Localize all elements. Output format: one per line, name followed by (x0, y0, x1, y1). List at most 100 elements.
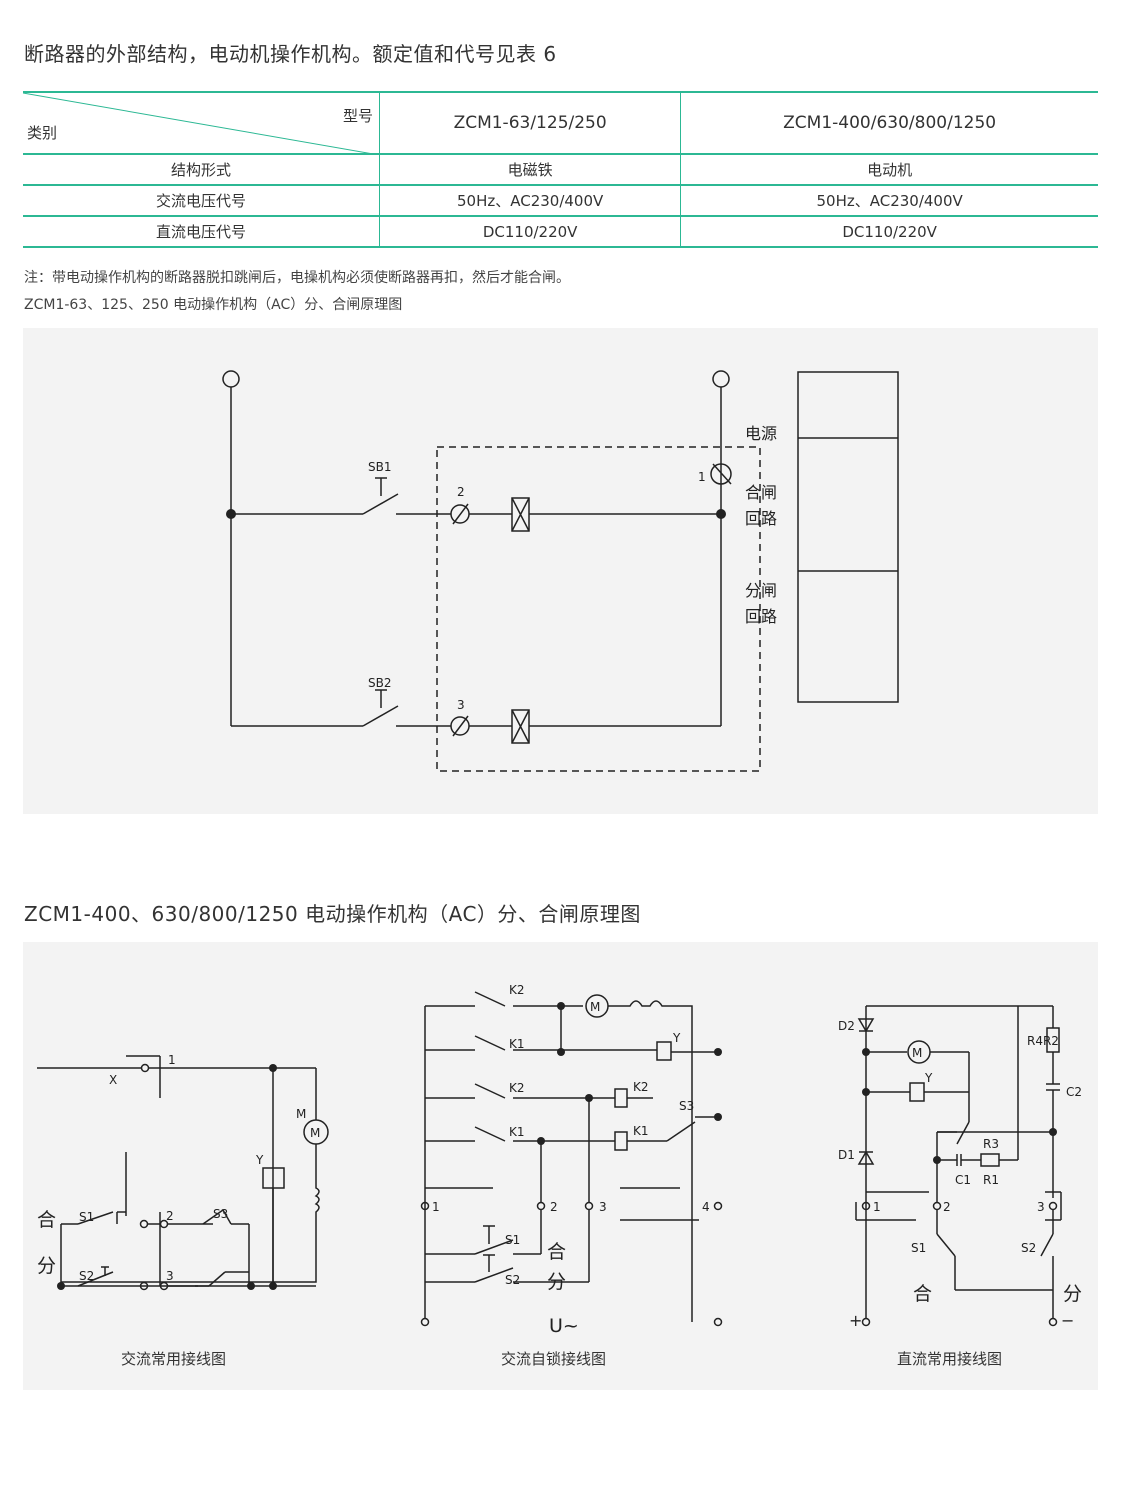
cell-value: 电磁铁 (378, 153, 681, 186)
c2-label: C2 (1066, 1085, 1082, 1099)
circuit-diagrams: X 1 M M Y 2 3 S1 S2 S3 合 分 交流常用接线图 (37, 983, 1082, 1368)
minus-label: − (1061, 1311, 1074, 1330)
s1-label: S1 (505, 1233, 520, 1247)
s1-label: S1 (79, 1210, 94, 1224)
switch-k1-icon (474, 1035, 506, 1051)
terminal-3-label: 3 (599, 1200, 607, 1214)
switch-s2-icon (77, 1271, 114, 1287)
legend-box (797, 371, 899, 703)
diode-d2-icon (857, 1018, 875, 1033)
terminal-icon (712, 370, 730, 388)
s2-label: S2 (505, 1273, 520, 1287)
terminal-3-label: 3 (457, 698, 465, 712)
terminal-1-label: 1 (698, 470, 706, 484)
terminal-4-label: 4 (702, 1200, 710, 1214)
row-label: 直流电压代号 (23, 215, 380, 248)
table-row: 直流电压代号 DC110/220V DC110/220V (23, 215, 1098, 248)
diode-d1-icon (857, 1150, 875, 1165)
cell-value: 电动机 (680, 153, 1098, 186)
model-header: ZCM1-400/630/800/1250 (680, 91, 1098, 155)
supply-label: U~ (549, 1315, 579, 1337)
terminal-1-label: 1 (432, 1200, 440, 1214)
corner-type-label: 型号 (342, 107, 373, 125)
s1-label: S1 (911, 1241, 926, 1255)
coil-y-icon (656, 1041, 672, 1061)
c1-label: C1 (955, 1173, 971, 1187)
corner-category-label: 类别 (27, 124, 58, 142)
legend-close-2: 回路 (745, 509, 777, 528)
table-row: 交流电压代号 50Hz、AC230/400V 50Hz、AC230/400V (23, 184, 1098, 217)
m-label: M (590, 1000, 600, 1014)
m-circle-label: M (310, 1126, 320, 1140)
contact-icon (956, 1121, 970, 1145)
diagram-panel-ac-small: SB1 SB2 2 3 1 电源 合闸 回路 分闸 回路 (23, 328, 1098, 814)
circuit-diagram: SB1 SB2 2 3 1 电源 合闸 回路 分闸 回路 (222, 370, 899, 772)
switch-s3-icon (666, 1121, 696, 1142)
s2-label: S2 (1021, 1241, 1036, 1255)
sb1-label: SB1 (368, 460, 391, 474)
k2-coil-label: K2 (633, 1080, 649, 1094)
row-label: 结构形式 (23, 153, 380, 186)
terminal-2-label: 2 (457, 485, 465, 499)
caption-ac-selflock: 交流自锁接线图 (501, 1350, 606, 1368)
dc-common-diagram: D2 M Y R4R2 C2 R3 C1 R1 D1 1 2 3 S1 S2 合… (838, 1005, 1082, 1368)
terminal-3-label: 3 (166, 1269, 174, 1283)
s3-label: S3 (679, 1099, 694, 1113)
diagonal-divider (23, 93, 379, 155)
legend-open-2: 回路 (745, 607, 777, 626)
m-label: M (912, 1046, 922, 1060)
switch-s1-icon (77, 1211, 114, 1225)
m-label: M (296, 1107, 306, 1121)
legend-open-1: 分闸 (745, 581, 777, 600)
terminal-3-label: 3 (1037, 1200, 1045, 1214)
cell-value: DC110/220V (378, 215, 681, 248)
switch-s3-icon (202, 1209, 224, 1225)
ac-common-diagram: X 1 M M Y 2 3 S1 S2 S3 合 分 交流常用接线图 (37, 1053, 329, 1368)
terminal-1-icon (710, 463, 732, 485)
terminal-2-label: 2 (166, 1209, 174, 1223)
cell-value: DC110/220V (680, 215, 1098, 248)
footnote: 注：带电动操作机构的断路器脱扣跳闸后，电操机构必须使断路器再扣，然后才能合闸。 (24, 270, 570, 286)
ac-selflock-diagram: K2 K1 K2 K1 M Y K2 K1 S3 1 2 3 4 S1 S2 合… (420, 983, 723, 1368)
mechanism-boundary (436, 446, 761, 772)
close-label: 合 (913, 1283, 932, 1305)
open-label: 分 (1063, 1283, 1082, 1305)
d2-label: D2 (838, 1019, 855, 1033)
close-label: 合 (547, 1241, 566, 1263)
close-label: 合 (37, 1209, 56, 1231)
terminal-2-label: 2 (943, 1200, 951, 1214)
model-header: ZCM1-63/125/250 (378, 91, 681, 155)
table-corner-cell: 型号 类别 (23, 91, 380, 155)
diagram-title: ZCM1-63、125、250 电动操作机构（AC）分、合闸原理图 (24, 297, 403, 313)
k2-label: K2 (509, 983, 525, 997)
y-label: Y (255, 1153, 264, 1167)
d1-label: D1 (838, 1148, 855, 1162)
diagram-panel-ac-large: X 1 M M Y 2 3 S1 S2 S3 合 分 交流常用接线图 (23, 942, 1098, 1390)
caption-dc-common: 直流常用接线图 (897, 1350, 1002, 1368)
spec-table: 型号 类别 ZCM1-63/125/250 ZCM1-400/630/800/1… (23, 91, 1098, 248)
legend-power: 电源 (745, 424, 777, 443)
switch-s2-icon (1040, 1233, 1054, 1257)
section-heading: ZCM1-400、630/800/1250 电动操作机构（AC）分、合闸原理图 (24, 902, 641, 926)
y-label: Y (924, 1071, 933, 1085)
open-label: 分 (37, 1255, 56, 1277)
k1-coil-label: K1 (633, 1124, 649, 1138)
caption-ac-common: 交流常用接线图 (121, 1350, 226, 1368)
switch-s1-icon (474, 1239, 514, 1255)
k2-label: K2 (509, 1081, 525, 1095)
terminal-1-label: 1 (168, 1053, 176, 1067)
cell-value: 50Hz、AC230/400V (378, 184, 681, 217)
k1-label: K1 (509, 1125, 525, 1139)
cell-value: 50Hz、AC230/400V (680, 184, 1098, 217)
terminal-2-label: 2 (550, 1200, 558, 1214)
s2-label: S2 (79, 1269, 94, 1283)
r3-label: R3 (983, 1137, 999, 1151)
y-label: Y (672, 1031, 681, 1045)
switch-sb2-icon (362, 705, 399, 727)
row-label: 交流电压代号 (23, 184, 380, 217)
table-header-row: 型号 类别 ZCM1-63/125/250 ZCM1-400/630/800/1… (23, 91, 1098, 155)
table-row: 结构形式 电磁铁 电动机 (23, 153, 1098, 186)
switch-k2-icon (474, 991, 506, 1007)
legend-close-1: 合闸 (745, 483, 777, 502)
coil-y-icon (909, 1082, 925, 1102)
